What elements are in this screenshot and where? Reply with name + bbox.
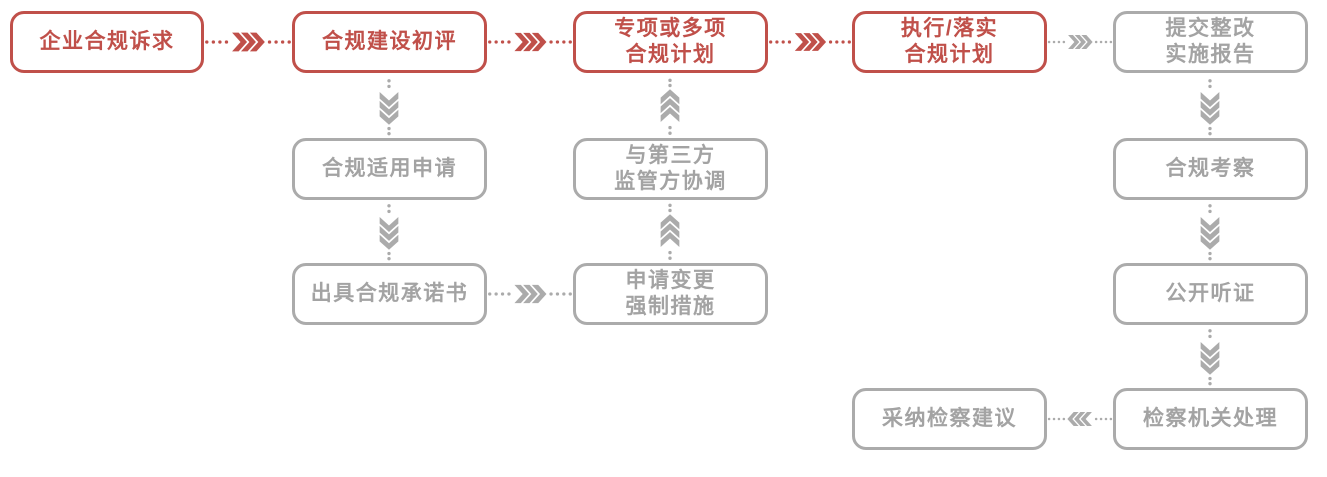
arrow-left-procuratorate-to-adopt [1047,407,1113,431]
arrow-right-plan-to-execute [768,30,852,54]
node-compliance-initial-assessment: 合规建设初评 [292,11,487,73]
node-implement-compliance-plan: 执行/落实 合规计划 [852,11,1047,73]
node-submit-rectification-report: 提交整改 实施报告 [1113,11,1308,73]
node-adopt-procuratorial-suggestion: 采纳检察建议 [852,388,1047,450]
arrow-up-third-party-to-plan [658,78,682,136]
node-procuratorate-handling: 检察机关处理 [1113,388,1308,450]
arrow-right-execute-to-report [1047,30,1113,54]
node-issue-compliance-commitment: 出具合规承诺书 [292,263,487,325]
node-third-party-supervisor-coordination: 与第三方 监管方协调 [573,138,768,200]
node-public-hearing: 公开听证 [1113,263,1308,325]
arrow-down-initial-eval-to-application [377,78,401,136]
arrow-down-hearing-to-procuratorate [1198,328,1222,386]
arrow-up-change-measures-to-third-party [658,203,682,261]
arrow-right-commitment-to-change-measures [487,282,573,306]
node-compliance-application: 合规适用申请 [292,138,487,200]
arrow-right-request-to-initial-eval [204,30,292,54]
arrow-down-application-to-commitment [377,203,401,261]
arrow-down-report-to-inspection [1198,78,1222,136]
node-apply-change-coercive-measures: 申请变更 强制措施 [573,263,768,325]
arrow-down-inspection-to-hearing [1198,203,1222,261]
arrow-right-initial-eval-to-plan [487,30,573,54]
node-enterprise-compliance-request: 企业合规诉求 [10,11,204,73]
node-special-or-multiple-compliance-plan: 专项或多项 合规计划 [573,11,768,73]
node-compliance-inspection: 合规考察 [1113,138,1308,200]
